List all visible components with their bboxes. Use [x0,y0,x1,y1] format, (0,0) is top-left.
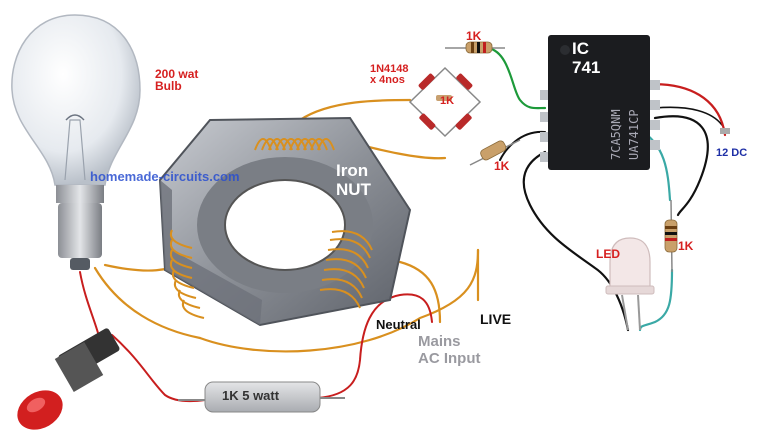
supply-terminal [720,128,730,134]
bridge-resistor [436,95,452,101]
diode-bridge [408,66,482,138]
ic-741 [540,35,660,170]
ic-marking-2: UA741CP [627,109,641,160]
bridge-frame [408,66,482,138]
copper-wire-coil-bridge [298,98,412,122]
led-lens [609,237,651,291]
diode-2 [456,73,473,90]
iron-nut [158,116,412,327]
diode-3 [419,113,436,130]
bulb-filament [65,114,85,121]
resistor-led [664,199,678,273]
black-wire-ic-resistor [499,130,546,161]
wires [79,46,727,403]
led-label: LED [596,247,620,261]
bulb-label: 200 wat Bulb [155,67,199,93]
copper-wire-neutral [398,260,442,324]
resistor-top-label: 1K [466,29,482,43]
push-button-switch [17,328,120,430]
red-wire-resistor-neutral [317,293,433,399]
red-wire-switch-resistor [111,334,206,403]
black-wire-supply-2 [654,106,723,126]
resistor-bridge-label: 1K [440,95,455,107]
led [605,237,655,331]
black-wire-led [522,150,630,332]
resistor-top [445,41,505,54]
live-label: LIVE [480,311,512,327]
bulb-contact [70,258,90,270]
bulb-base [58,203,102,258]
neutral-label: Neutral [376,317,421,332]
ic-body [548,35,650,170]
copper-wire-bottom-loop [198,248,480,353]
copper-wire-bulb-bottom [93,266,202,340]
switch-cap-highlight [26,397,46,413]
supply-label: 12 DC [716,147,748,159]
resistor-led-label: 1K [678,239,694,253]
bulb-collar [56,185,104,203]
teal-wire-resistor-led [638,268,674,332]
diode-1 [418,73,435,90]
resistor-lower-label: 1K [494,159,510,173]
green-wire-ic [486,46,547,110]
coil-right [319,230,373,309]
power-resistor [178,381,345,413]
red-wire-bulb-switch [79,271,101,341]
nut-label: Iron NUT [336,161,371,199]
diodes-label: 1N4148 x 4nos [370,63,409,86]
power-resistor-body [204,381,321,413]
resistor-lower [469,139,521,166]
nut-hole [224,179,346,271]
ic-marking-1: 7CA5QNM [609,109,623,160]
switch-cap [17,390,63,430]
diode-4 [455,113,472,130]
bulb-filament-support [64,119,86,181]
coil-left [170,229,205,319]
mains-label: Mains AC Input [418,333,481,367]
ic-label: IC 741 [572,39,601,77]
black-wire-supply [653,115,709,217]
switch-thread [54,342,104,392]
power-resistor-label: 1K 5 watt [222,388,280,403]
light-bulb [11,14,141,270]
watermark: homemade-circuits.com [90,169,240,184]
coil-top [254,138,335,151]
bulb-glass [11,14,141,186]
